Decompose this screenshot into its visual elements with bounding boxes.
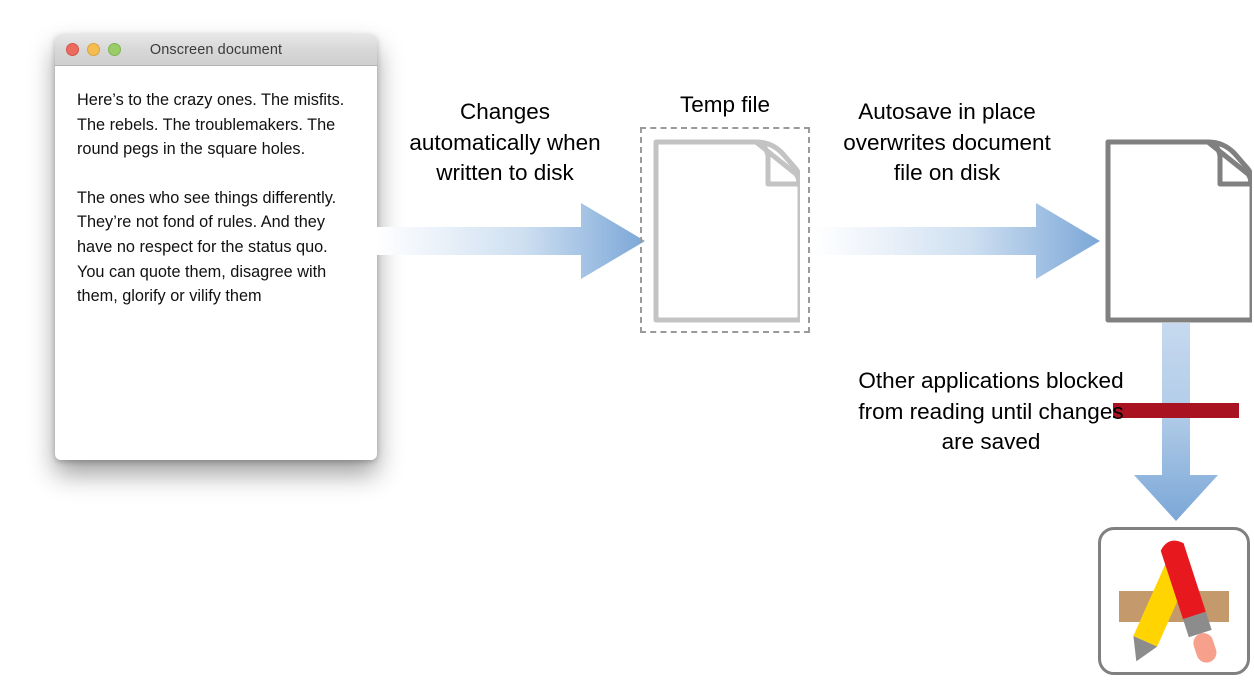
- arrow-document-to-app: [1134, 323, 1218, 521]
- label-other-applications-blocked: Other applications blocked from reading …: [858, 368, 1124, 454]
- document-paragraph-1: Here’s to the crazy ones. The misfits. T…: [77, 91, 345, 159]
- window-titlebar[interactable]: Onscreen document: [55, 34, 377, 66]
- traffic-light-group: [66, 43, 121, 56]
- developer-tools-app-icon[interactable]: [1098, 527, 1250, 675]
- arrow-temp-file-to-document: [815, 203, 1100, 279]
- pencil-brush-ruler-glyph: [1119, 540, 1229, 663]
- label-temp-file: Temp file: [679, 92, 771, 117]
- document-file-on-disk-icon: [1105, 139, 1252, 323]
- onscreen-document-window[interactable]: Onscreen document Here’s to the crazy on…: [55, 34, 377, 460]
- document-paragraph-2: The ones who see things differently. The…: [77, 188, 337, 306]
- label-autosave-in-place: Autosave in place overwrites document fi…: [843, 99, 1051, 185]
- minimize-button[interactable]: [87, 43, 100, 56]
- blocking-bar: [1113, 403, 1239, 418]
- close-button[interactable]: [66, 43, 79, 56]
- zoom-button[interactable]: [108, 43, 121, 56]
- brush-shape: [1160, 540, 1217, 663]
- temp-file-page-icon: [653, 139, 800, 323]
- document-text-area[interactable]: Here’s to the crazy ones. The misfits. T…: [55, 66, 377, 309]
- temp-file-dashed-boundary: [640, 127, 810, 333]
- label-changes-automatically: Changes automatically when written to di…: [409, 99, 601, 185]
- arrow-document-to-temp-file: [375, 203, 645, 279]
